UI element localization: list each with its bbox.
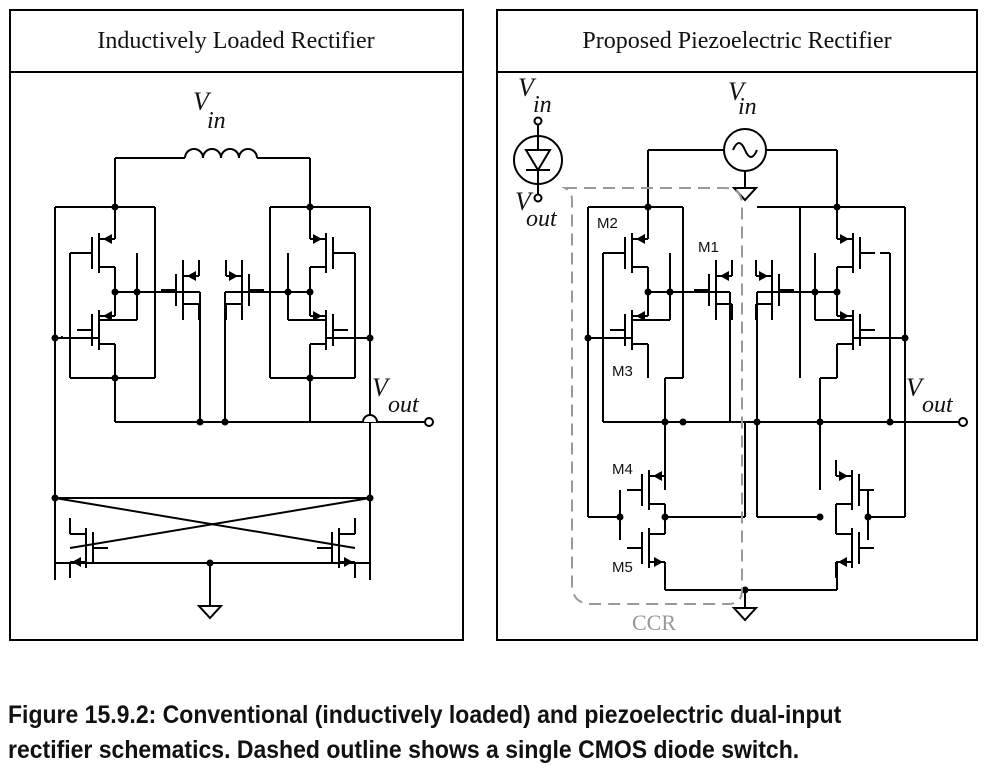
diode-icon [513,116,563,203]
right-bridge-wiring [587,206,960,600]
figure-caption: Figure 15.9.2: Conventional (inductively… [8,698,905,768]
left-panel-title: Inductively Loaded Rectifier [97,28,374,54]
caption-line-2: rectifier schematics. Dashed outline sho… [8,736,800,764]
right-junction-dots [584,203,909,594]
ac-source-icon [647,128,838,207]
left-junction-dots [51,203,374,567]
left-pmos-4 [309,299,349,361]
right-vout-sub: out [922,392,954,418]
left-pmos-6 [225,259,265,321]
left-ground-icon [198,597,222,619]
ccr-outline [561,187,743,605]
left-vin-sub: in [207,108,226,134]
left-crossover-bumps [60,335,378,423]
label-m3: M3 [612,363,633,380]
left-bridge-wiring [54,206,425,598]
left-pmos-1 [76,222,116,284]
caption-line-1: Figure 15.9.2: Conventional (inductively… [8,701,842,729]
label-m1: M1 [698,239,719,256]
right-pmos-5 [836,299,876,361]
right-panel: Proposed Piezoelectric Rectifier V in V … [496,9,978,641]
left-pmos-5 [160,259,200,321]
left-vout-terminal [424,417,434,427]
diode-vin-label: V [518,73,537,102]
right-pmos-4 [836,222,876,284]
right-vout-terminal [958,417,968,427]
label-m4: M4 [612,461,633,478]
left-vout-sub: out [388,392,420,418]
diode-vin-sub: in [533,92,552,118]
right-pmos-6 [755,259,795,321]
left-vin-label: V [193,87,212,116]
right-panel-title: Proposed Piezoelectric Rectifier [582,28,891,54]
ccr-label: CCR [632,610,676,635]
right-vin-label: V [728,77,747,106]
transistor-m2 [609,222,649,284]
left-panel-frame [9,9,464,641]
right-ground-icon [733,599,757,621]
left-pmos-3 [309,222,349,284]
transistor-m1 [693,259,733,321]
right-panel-frame [496,9,978,641]
diode-vout-label: V [515,187,534,216]
right-vout-label: V [906,373,925,402]
left-panel: Inductively Loaded Rectifier V in [9,9,464,641]
left-vout-label: V [372,373,391,402]
label-m5: M5 [612,559,633,576]
schematic-figure: Inductively Loaded Rectifier V in [9,9,978,641]
transistor-m3 [609,299,649,361]
right-vin-sub: in [738,94,757,120]
source-ground-icon [733,179,757,201]
diode-vout-sub: out [526,206,558,232]
inductor-icon [114,148,311,207]
left-pmos-2 [76,299,116,361]
label-m2: M2 [597,215,618,232]
